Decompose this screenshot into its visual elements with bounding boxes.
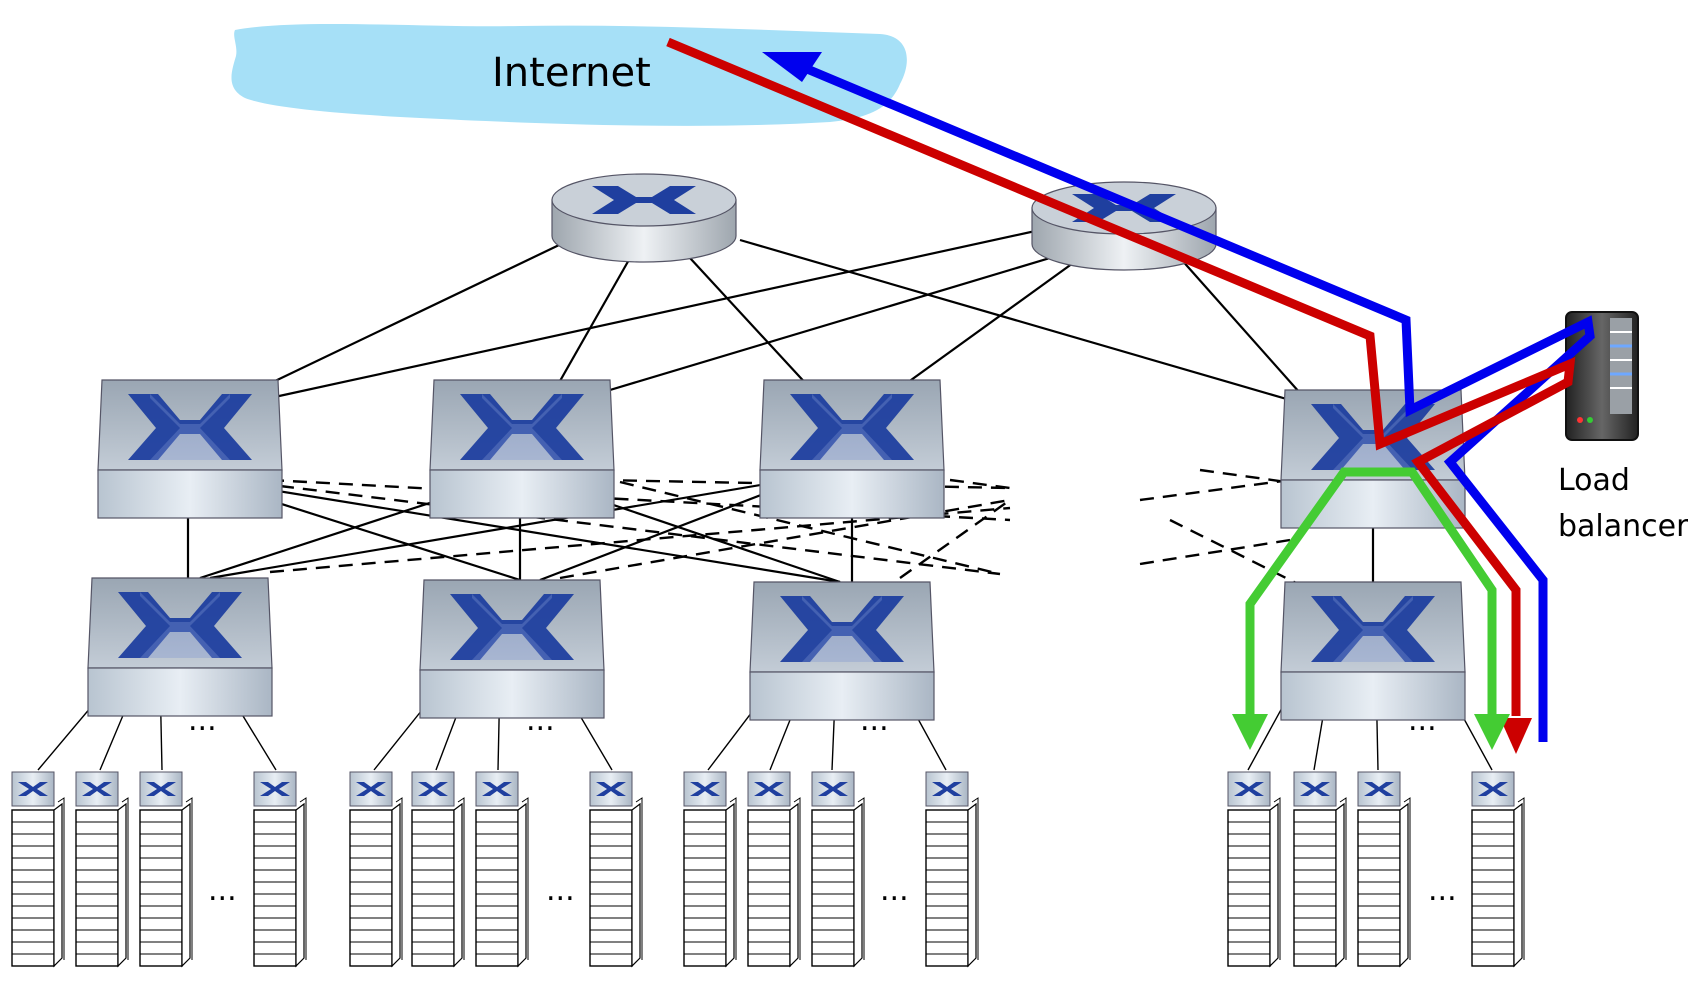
- server-rack-icon: [589, 771, 643, 967]
- aggregation-switch-3: [759, 379, 945, 519]
- server-rack-icon: [925, 771, 979, 967]
- server-rack-icon: [11, 771, 65, 967]
- server-rack-icon: [475, 771, 529, 967]
- load-balancer-label-line1: Load: [1558, 463, 1630, 498]
- server-rack-icon: [811, 771, 865, 967]
- edge-switch-2: [419, 579, 605, 719]
- edge-switch-4: [1280, 581, 1466, 721]
- server-rack-icon: [349, 771, 403, 967]
- server-rack-icon: [1227, 771, 1281, 967]
- ellipsis-edge-4: ...: [1408, 703, 1437, 738]
- server-rack-icon: [683, 771, 737, 967]
- server-rack-icon: [1357, 771, 1411, 967]
- rack-group-4: [1227, 771, 1525, 967]
- server-rack-icon: [253, 771, 307, 967]
- rack-group-3: [683, 771, 979, 967]
- server-rack-icon: [75, 771, 129, 967]
- ellipsis-edge-2: ...: [526, 703, 555, 738]
- rack-group-2: [349, 771, 643, 967]
- server-rack-icon: [1471, 771, 1525, 967]
- ellipsis-racks-4: ...: [1428, 873, 1457, 908]
- request-path-red: [666, 37, 1576, 754]
- server-rack-icon: [139, 771, 193, 967]
- server-rack-icon: [747, 771, 801, 967]
- aggregation-switch-1: [97, 379, 283, 519]
- ellipsis-racks-3: ...: [880, 873, 909, 908]
- load-balancer-label-line2: balancer: [1558, 509, 1688, 544]
- ellipsis-edge-1: ...: [188, 703, 217, 738]
- internal-path-green: [1232, 467, 1510, 750]
- ellipsis-racks-2: ...: [546, 873, 575, 908]
- server-rack-icon: [1293, 771, 1347, 967]
- internet-cloud: [231, 23, 907, 126]
- internet-label: Internet: [492, 50, 651, 96]
- ellipsis-racks-1: ...: [208, 873, 237, 908]
- edge-switch-1: [87, 577, 273, 717]
- rack-group-1: [11, 771, 307, 967]
- aggregation-switch-2: [429, 379, 615, 519]
- response-path-blue: [762, 52, 1595, 742]
- ellipsis-edge-3: ...: [860, 703, 889, 738]
- server-rack-icon: [411, 771, 465, 967]
- core-links: [249, 228, 1301, 402]
- core-router-1: [551, 173, 737, 263]
- edge-switch-3: [749, 581, 935, 721]
